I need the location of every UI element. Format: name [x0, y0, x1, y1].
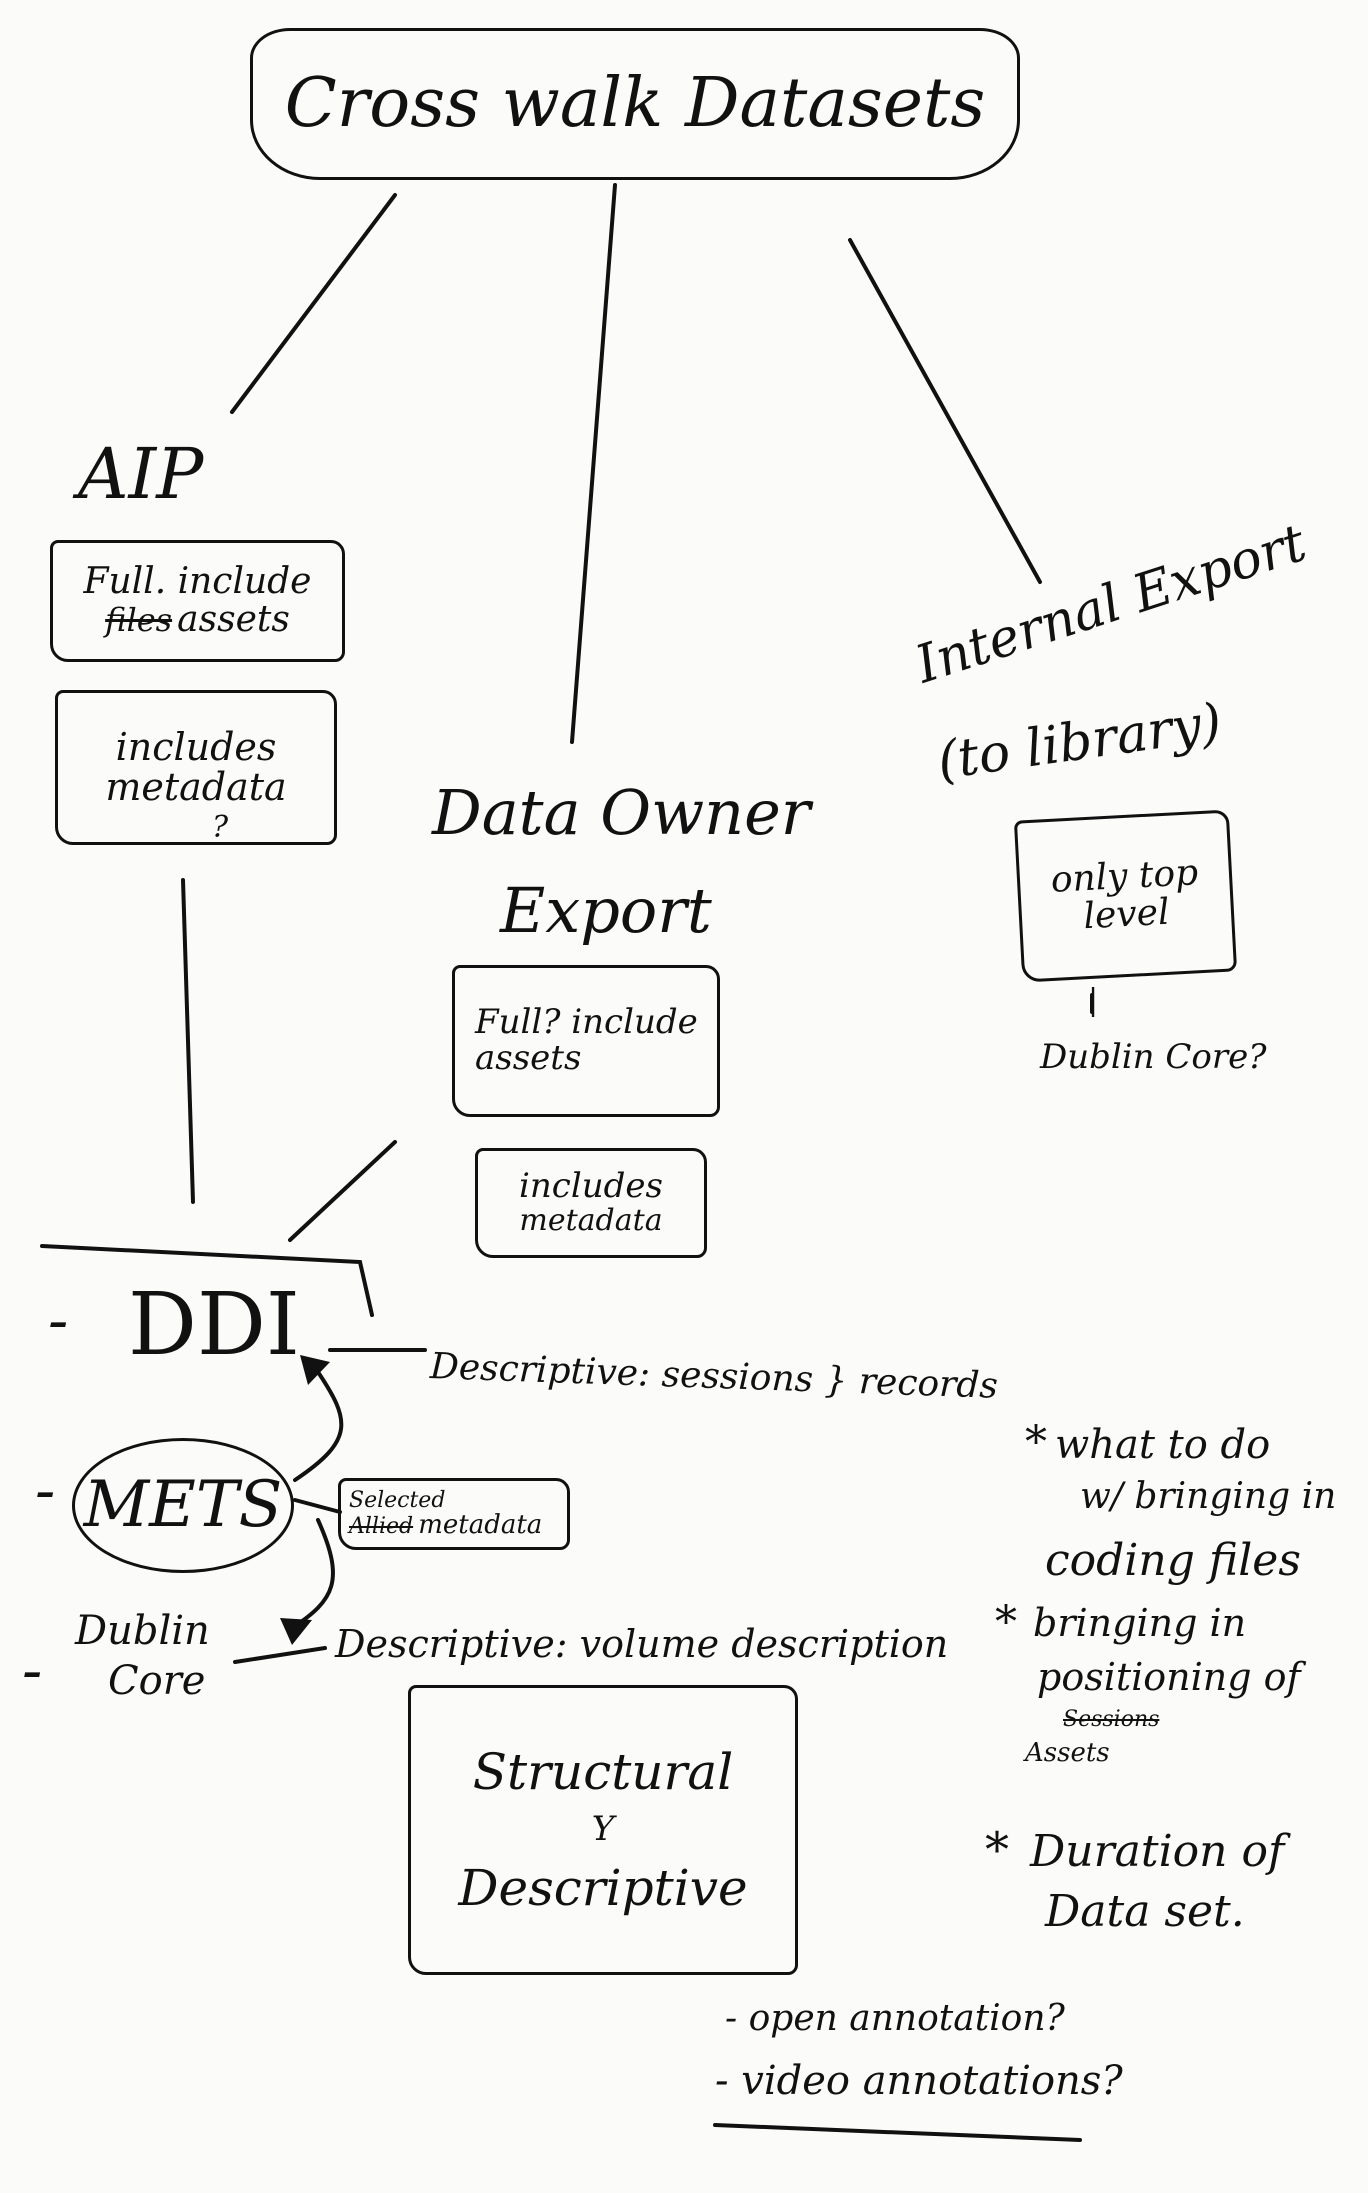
root-node: Cross walk Datasets [250, 28, 1020, 180]
bottom-item-video-annotations: - video annotations? [715, 2058, 1123, 2104]
mets-selected-line1: Selected [349, 1487, 446, 1513]
mets-selected-box: Selected Allied metadata [338, 1478, 570, 1550]
mets-label: METS [83, 1467, 283, 1542]
note3-bullet: * [985, 1822, 1009, 1878]
owner-meta-line1: includes [519, 1166, 663, 1207]
owner-title-line2: Export [500, 874, 712, 947]
structural-line1: Structural [472, 1742, 734, 1801]
dc-description: Descriptive: volume description [335, 1622, 949, 1666]
note1-bullet: * [1025, 1417, 1047, 1468]
note2-line3: Assets [1025, 1738, 1110, 1768]
internal-box-top-level: only top level [1013, 809, 1238, 983]
note2-struck: Sessions [1063, 1707, 1160, 1732]
owner-full-line1: Full? include [475, 1002, 698, 1043]
note1-line3: coding files [1045, 1535, 1301, 1586]
note3-line2: Data set. [1045, 1886, 1245, 1937]
note1-line1: what to do [1055, 1422, 1271, 1468]
note2-line1: bringing in [1033, 1601, 1247, 1645]
arrow-mets-dc [290, 1518, 335, 1630]
ddi-dash: - [48, 1286, 69, 1356]
owner-box-metadata: includes metadata [475, 1148, 707, 1258]
aip-box-full: Full. include files assets [50, 540, 345, 662]
aip-box-metadata: includes metadata [55, 690, 337, 845]
dc-desc-dash [233, 1646, 327, 1664]
edge-owner-ddi [288, 1140, 397, 1242]
owner-box-full: Full? include assets [452, 965, 720, 1117]
aip-meta-line1: includes [115, 724, 277, 769]
note2-bullet: * [995, 1597, 1017, 1648]
owner-title-line1: Data Owner [432, 776, 811, 849]
ddi-label: DDI [128, 1275, 300, 1375]
arrowhead-dc-icon [280, 1618, 312, 1645]
mets-dash: - [35, 1456, 56, 1526]
bottom-item-open-annotation: - open annotation? [725, 1998, 1065, 2039]
ddi-top-bracket [40, 1244, 374, 1317]
arrowhead-ddi-icon [300, 1355, 330, 1385]
aip-meta-line2: metadata [105, 764, 287, 809]
internal-connector: | [1088, 983, 1099, 1018]
note1-line2: w/ bringing in [1080, 1476, 1337, 1517]
edge-aip-ddi [181, 878, 195, 1204]
structural-line3: Descriptive [458, 1858, 748, 1917]
arrow-mets-ddi [293, 1370, 344, 1482]
aip-title: AIP [78, 433, 204, 515]
structural-line2: Y [591, 1809, 615, 1850]
dc-line1: Dublin [75, 1608, 210, 1654]
internal-box-line2: level [1082, 891, 1171, 938]
note3-line1: Duration of [1030, 1826, 1285, 1877]
dc-line2: Core [108, 1658, 206, 1704]
aip-full-line1: Full. include [83, 561, 312, 603]
aip-meta-question: ? [212, 810, 229, 845]
mets-selected-link [293, 1498, 342, 1514]
owner-full-line2: assets [475, 1038, 582, 1078]
edge-root-data-owner [570, 183, 617, 744]
structural-box: Structural Y Descriptive [408, 1685, 798, 1975]
internal-note: Dublin Core? [1040, 1037, 1267, 1077]
note2-line2: positioning of [1037, 1655, 1301, 1699]
mets-selected-line2: Allied metadata [349, 1509, 543, 1540]
edge-root-aip [230, 193, 397, 414]
owner-meta-line2: metadata [519, 1203, 663, 1239]
mets-selected-metadata: metadata [418, 1509, 543, 1540]
edge-root-internal [848, 238, 1042, 584]
dc-dash: - [22, 1636, 43, 1706]
mets-node: METS [72, 1438, 294, 1573]
aip-full-assets: assets [177, 599, 290, 640]
bottom-underline [713, 2123, 1082, 2142]
mets-selected-struck: Allied [349, 1513, 414, 1539]
aip-full-line2: files assets [105, 601, 290, 639]
aip-full-struck: files [105, 601, 173, 639]
root-label: Cross walk Datasets [284, 64, 986, 144]
